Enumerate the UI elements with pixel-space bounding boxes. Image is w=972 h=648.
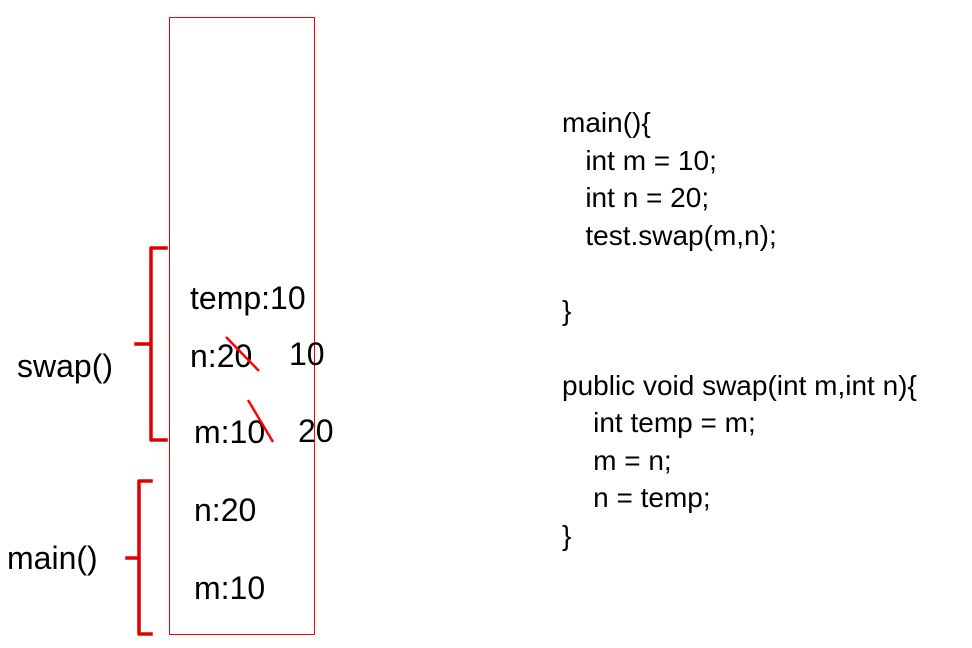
swap-m-var: m:10 — [194, 414, 266, 450]
swap-temp-var: temp:10 — [190, 280, 306, 316]
main-m-var: m:10 — [194, 570, 266, 606]
swap-frame-bracket — [134, 246, 168, 442]
code-line: m = n; — [562, 444, 672, 476]
main-frame-bracket — [125, 479, 153, 636]
code-line: int m = 10; — [562, 144, 717, 176]
swap-m-new-value: 20 — [298, 413, 334, 449]
code-line: int n = 20; — [562, 182, 710, 213]
main-frame-label: main() — [7, 540, 98, 576]
main-n-var: n:20 — [194, 492, 257, 528]
code-block: main(){ int m = 10; int n = 20; test.swa… — [562, 104, 917, 554]
code-line — [562, 329, 917, 367]
code-line: } — [562, 519, 572, 551]
code-line: main(){ — [562, 107, 651, 138]
code-line — [562, 254, 917, 292]
code-line: n = temp; — [562, 482, 711, 513]
swap-n-new-value: 10 — [289, 336, 325, 372]
swap-frame-label: swap() — [17, 348, 114, 384]
code-line: test.swap(m,n); — [562, 219, 777, 251]
code-line: int temp = m; — [562, 407, 756, 438]
code-line: public void swap(int m,int n){ — [562, 369, 917, 401]
swap-n-var: n:20 — [190, 338, 253, 374]
code-line: } — [562, 294, 572, 326]
stack-frame-box — [169, 17, 315, 635]
